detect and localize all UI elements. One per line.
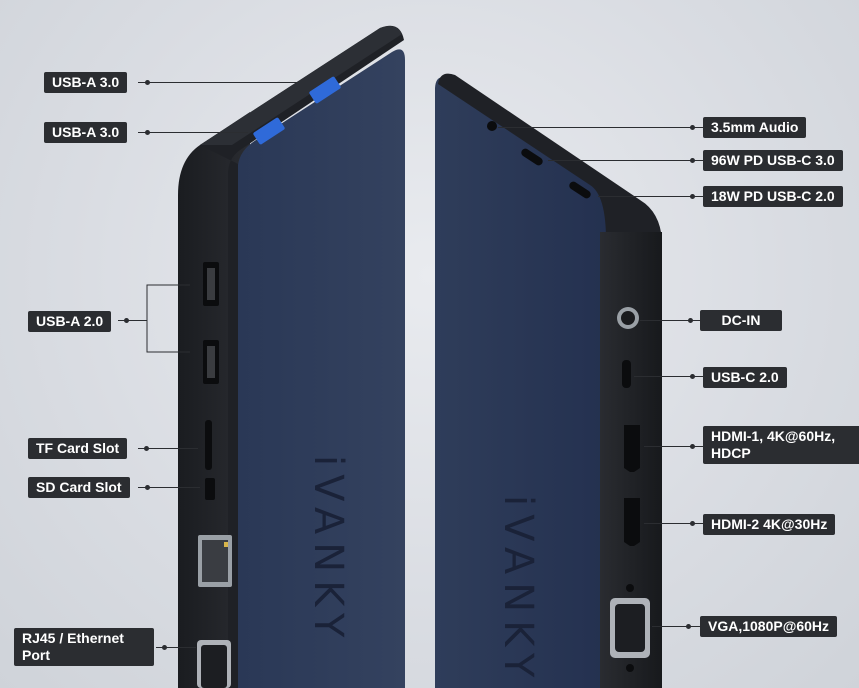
left-device-logo: iVANKY bbox=[305, 455, 351, 645]
leader-audio bbox=[498, 127, 703, 128]
right-device: iVANKY bbox=[435, 73, 662, 688]
leader-usb-a-30-bottom bbox=[138, 132, 248, 133]
label-rj45: RJ45 / Ethernet Port bbox=[14, 628, 154, 666]
usb-c-30-port bbox=[521, 148, 543, 166]
leader-usb-a-30-top bbox=[138, 82, 298, 83]
label-usb-a-20: USB-A 2.0 bbox=[28, 311, 112, 332]
label-hdmi-2: HDMI-2 4K@30Hz bbox=[703, 514, 836, 535]
label-usb-c-30: 96W PD USB-C 3.0 bbox=[703, 150, 843, 171]
leader-dot bbox=[690, 194, 695, 199]
leader-hdmi-1 bbox=[644, 446, 703, 447]
usb-c-20-pd-port bbox=[569, 181, 591, 199]
usb-a-20-bracket bbox=[146, 284, 190, 353]
hdmi-1-port bbox=[624, 425, 640, 472]
label-usb-a-30-top: USB-A 3.0 bbox=[44, 72, 128, 93]
leader-dot bbox=[145, 80, 150, 85]
leader-dot bbox=[144, 446, 149, 451]
label-dc-in: DC-IN bbox=[700, 310, 782, 331]
usb-a-30-port-2 bbox=[253, 117, 285, 145]
label-usb-c-20: USB-C 2.0 bbox=[703, 367, 787, 388]
leader-hdmi-2 bbox=[644, 523, 703, 524]
leader-dot bbox=[690, 521, 695, 526]
usb-a-30-port-1 bbox=[309, 76, 341, 104]
audio-jack bbox=[487, 121, 497, 131]
usb-c-20-port bbox=[622, 360, 631, 388]
leader-usb-c-20-pd bbox=[598, 196, 703, 197]
label-vga: VGA,1080P@60Hz bbox=[700, 616, 838, 637]
left-device-main-face bbox=[238, 49, 405, 688]
leader-usb-a-20 bbox=[118, 320, 147, 321]
leader-sd-card bbox=[138, 487, 200, 488]
leader-dot bbox=[690, 125, 695, 130]
label-audio: 3.5mm Audio bbox=[703, 117, 807, 138]
right-device-main-face bbox=[435, 77, 606, 688]
leader-dot bbox=[686, 624, 691, 629]
right-device-logo: iVANKY bbox=[495, 495, 541, 685]
label-tf-card: TF Card Slot bbox=[28, 438, 128, 459]
leader-dot bbox=[145, 130, 150, 135]
leader-vga bbox=[652, 626, 700, 627]
leader-dot bbox=[688, 318, 693, 323]
leader-usb-c-20 bbox=[634, 376, 703, 377]
right-device-top-edge bbox=[438, 73, 662, 241]
label-usb-c-20-pd: 18W PD USB-C 2.0 bbox=[703, 186, 843, 207]
leader-dot bbox=[690, 444, 695, 449]
leader-usb-c-30 bbox=[548, 160, 703, 161]
leader-dot bbox=[162, 645, 167, 650]
leader-tf-card bbox=[138, 448, 198, 449]
leader-dot bbox=[145, 485, 150, 490]
leader-dc-in bbox=[640, 320, 700, 321]
leader-rj45 bbox=[156, 647, 196, 648]
leader-dot bbox=[124, 318, 129, 323]
hdmi-2-port bbox=[624, 498, 640, 546]
leader-dot bbox=[690, 374, 695, 379]
label-hdmi-1: HDMI-1, 4K@60Hz, HDCP bbox=[703, 426, 859, 464]
tf-slot bbox=[205, 420, 212, 470]
label-sd-card: SD Card Slot bbox=[28, 477, 130, 498]
label-usb-a-30-bottom: USB-A 3.0 bbox=[44, 122, 128, 143]
sd-slot bbox=[205, 478, 215, 500]
left-device: iVANKY bbox=[178, 25, 405, 688]
leader-dot bbox=[690, 158, 695, 163]
